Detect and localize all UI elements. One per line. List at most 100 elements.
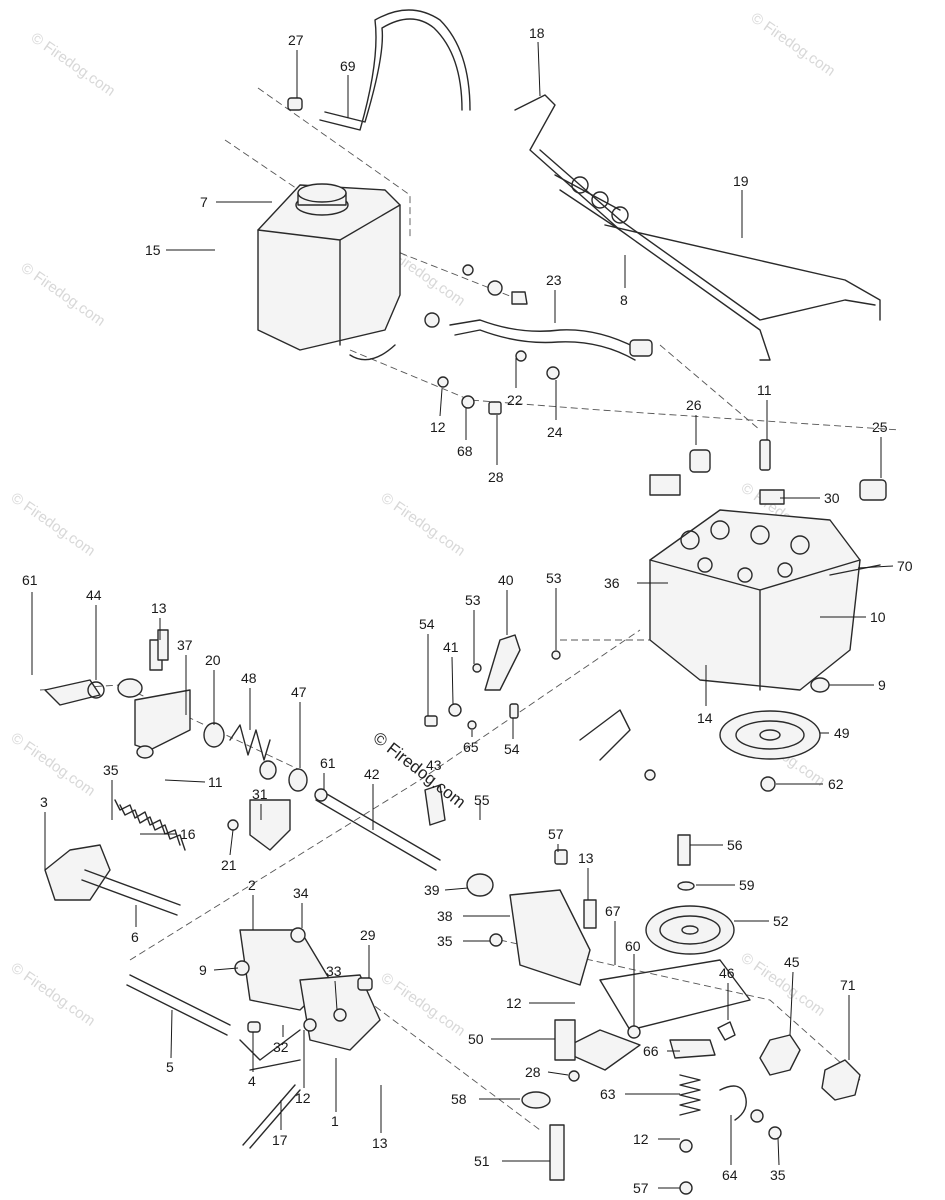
callout-12-lower-left: 12 (295, 1090, 311, 1106)
watermark-text: © Firedog.com (8, 959, 99, 1029)
leader-lines (31, 41, 894, 1189)
callout-61-left: 61 (22, 572, 38, 588)
hydraulic-tank (257, 183, 401, 361)
callout-4: 4 (248, 1073, 256, 1089)
callout-12-lower-right: 12 (633, 1131, 649, 1147)
callout-12-upper: 12 (430, 419, 446, 435)
watermark-text: © Firedog.com (738, 949, 829, 1019)
callout-54-upper: 54 (419, 616, 435, 632)
callout-65: 65 (463, 739, 479, 755)
callout-70: 70 (897, 558, 913, 574)
callout-66: 66 (643, 1043, 659, 1059)
callout-14: 14 (697, 710, 713, 726)
rod-5 (126, 974, 231, 1036)
callout-9-upper: 9 (878, 677, 886, 693)
callout-35-left: 35 (103, 762, 119, 778)
callout-10: 10 (870, 609, 886, 625)
bracket-38 (466, 849, 597, 986)
watermark-text: © Firedog.com (8, 489, 99, 559)
pulley-49 (719, 710, 821, 792)
callout-9-lower: 9 (199, 962, 207, 978)
watermark-text: © Firedog.com (748, 9, 839, 79)
spring-and-arm (44, 799, 186, 916)
bracket-31 (227, 799, 291, 851)
callout-34: 34 (293, 885, 309, 901)
callout-27: 27 (288, 32, 304, 48)
hose-69 (319, 9, 471, 131)
callout-56: 56 (727, 837, 743, 853)
callout-30: 30 (824, 490, 840, 506)
watermark-text: © Firedog.com (378, 489, 469, 559)
callout-3: 3 (40, 794, 48, 810)
callout-13-left: 13 (151, 600, 167, 616)
callout-12-middle: 12 (506, 995, 522, 1011)
callout-40: 40 (498, 572, 514, 588)
callout-28-lower: 28 (525, 1064, 541, 1080)
callout-labels: 27 69 18 19 7 15 8 23 22 24 12 68 28 26 … (22, 25, 913, 1196)
left-linkage (44, 629, 308, 792)
lever-assembly (234, 927, 381, 1149)
callout-71: 71 (840, 977, 856, 993)
callout-35-lower: 35 (770, 1167, 786, 1183)
hydrostatic-transaxle (649, 439, 887, 693)
watermark-text: © Firedog.com (28, 29, 119, 99)
callout-52: 52 (773, 913, 789, 929)
callout-24: 24 (547, 424, 563, 440)
callout-8: 8 (620, 292, 628, 308)
callout-51: 51 (474, 1153, 490, 1169)
callout-41: 41 (443, 639, 459, 655)
callout-58: 58 (451, 1091, 467, 1107)
callout-63: 63 (600, 1086, 616, 1102)
callout-55: 55 (474, 792, 490, 808)
center-watermark: © Firedog.com (370, 728, 470, 812)
shaft-42 (314, 784, 446, 871)
hose-23 (449, 319, 653, 361)
callout-44: 44 (86, 587, 102, 603)
callout-61-middle: 61 (320, 755, 336, 771)
callout-16: 16 (180, 826, 196, 842)
callout-57-upper: 57 (548, 826, 564, 842)
callout-1: 1 (331, 1113, 339, 1129)
callout-43: 43 (426, 757, 442, 773)
callout-49: 49 (834, 725, 850, 741)
callout-15: 15 (145, 242, 161, 258)
callout-69: 69 (340, 58, 356, 74)
callout-60: 60 (625, 938, 641, 954)
callout-7: 7 (200, 194, 208, 210)
watermark-text: © Firedog.com (8, 729, 99, 799)
middle-linkage (424, 634, 656, 781)
pulley-52 (645, 834, 735, 955)
callout-38: 38 (437, 908, 453, 924)
callout-62: 62 (828, 776, 844, 792)
knob-assembly (719, 1034, 861, 1140)
callout-46: 46 (719, 965, 735, 981)
callout-31: 31 (252, 786, 268, 802)
callout-21: 21 (221, 857, 237, 873)
callout-33: 33 (326, 963, 342, 979)
callout-48: 48 (241, 670, 257, 686)
callout-59: 59 (739, 877, 755, 893)
callout-18: 18 (529, 25, 545, 41)
callout-17: 17 (272, 1132, 288, 1148)
watermark-text: © Firedog.com (378, 969, 469, 1039)
fitting-27 (287, 97, 303, 111)
assembly-lines (39, 87, 901, 1131)
callout-54-lower: 54 (504, 741, 520, 757)
callout-68: 68 (457, 443, 473, 459)
callout-5: 5 (166, 1059, 174, 1075)
callout-64: 64 (722, 1167, 738, 1183)
callout-25: 25 (872, 419, 888, 435)
callout-11-upper: 11 (757, 382, 772, 398)
callout-35-middle: 35 (437, 933, 453, 949)
callout-20: 20 (205, 652, 221, 668)
tank-fittings (424, 264, 560, 415)
callout-13-right: 13 (578, 850, 594, 866)
callout-57-lower: 57 (633, 1180, 649, 1196)
callout-22: 22 (507, 392, 523, 408)
callout-2: 2 (248, 877, 256, 893)
frame-rails (514, 94, 881, 361)
callout-26: 26 (686, 397, 702, 413)
callout-42: 42 (364, 766, 380, 782)
callout-39: 39 (424, 882, 440, 898)
